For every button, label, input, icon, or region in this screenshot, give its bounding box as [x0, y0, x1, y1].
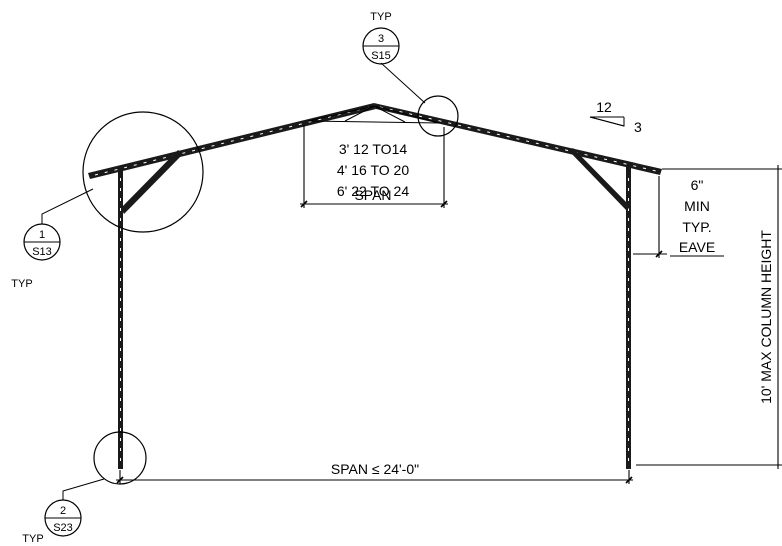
eave-dimension: 6" MIN TYP. EAVE: [633, 176, 724, 258]
eave-detail-circle: [82, 111, 204, 233]
callout-sheet: S23: [53, 522, 73, 534]
brace-length-dimension: 3' 12 TO14 4' 16 TO 20 6' 22 TO 24 SPAN: [300, 125, 448, 208]
right-knee-brace: [569, 148, 630, 211]
callout-sheet: S13: [32, 246, 52, 258]
detail-callout-3[interactable]: 3 S15 TYP: [362, 11, 459, 137]
column-height-dimension: 10' MAX COLUMN HEIGHT: [636, 165, 782, 469]
span-dimension: SPAN ≤ 24'-0": [116, 461, 633, 484]
brace-table-span: SPAN: [354, 187, 391, 203]
detail-callout-1[interactable]: 1 S13 TYP: [11, 111, 204, 290]
callout-note: TYP: [22, 533, 43, 545]
eave-note-line-3: TYP.: [682, 219, 711, 235]
left-knee-brace: [121, 150, 183, 214]
span-label: SPAN ≤ 24'-0": [331, 461, 419, 477]
detail-callout-2[interactable]: 2 S23 TYP: [22, 431, 147, 545]
brace-table-line-1: 3' 12 TO14: [339, 141, 408, 157]
brace-table-line-3: 6' 22 TO 24: [337, 183, 409, 199]
brace-table-line-2: 4' 16 TO 20: [337, 162, 409, 178]
steel-frame: [88, 103, 662, 469]
eave-note-line-1: 6": [691, 177, 704, 193]
ridge-brace: [307, 105, 441, 124]
callout-number: 2: [60, 505, 66, 517]
slope-rise: 3: [634, 119, 642, 135]
callout-number: 3: [378, 33, 384, 45]
callout-sheet: S15: [371, 50, 391, 62]
slope-indicator: 12 3: [589, 99, 642, 135]
callout-note: TYP: [370, 11, 391, 23]
callout-note: TYP: [11, 278, 32, 290]
eave-note-line-4: EAVE: [679, 239, 715, 255]
ridge-detail-circle: [417, 95, 459, 137]
column-height-label: 10' MAX COLUMN HEIGHT: [758, 230, 774, 404]
slope-run: 12: [596, 99, 612, 115]
eave-note-line-2: MIN: [684, 198, 710, 214]
callout-number: 1: [39, 229, 45, 241]
